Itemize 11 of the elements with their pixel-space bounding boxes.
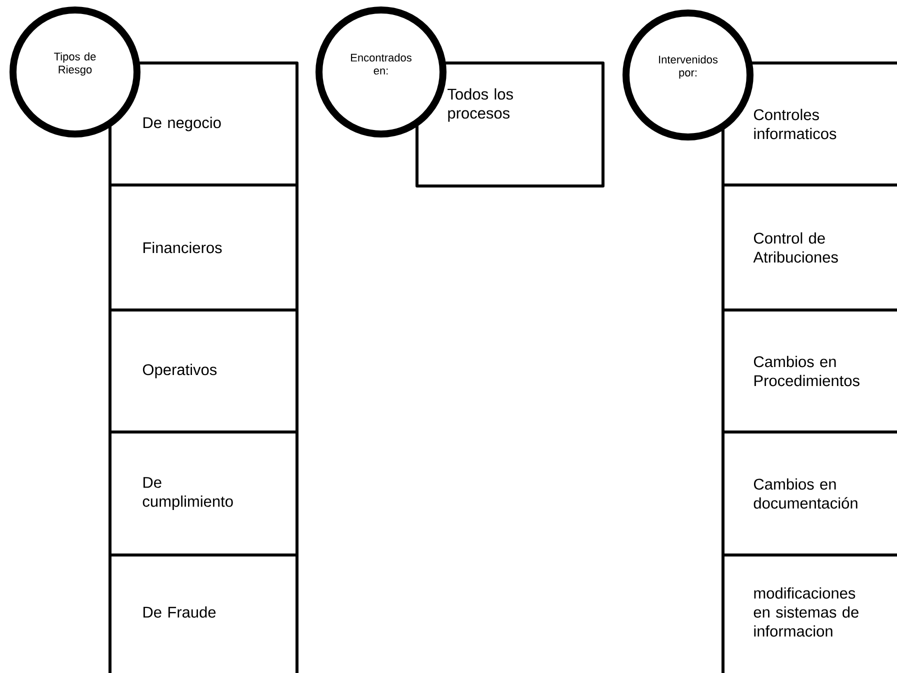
process-box: Cambios en documentación — [722, 430, 897, 556]
process-box: De cumplimiento — [108, 430, 298, 556]
process-box: De Fraude — [108, 554, 298, 673]
process-box: Control de Atribuciones — [722, 184, 897, 312]
circle-label: Tipos de Riesgo — [10, 6, 140, 138]
process-box: modificaciones en sistemas de informacion — [722, 554, 897, 673]
process-box: Operativos — [108, 308, 298, 434]
process-box: Cambios en Procedimientos — [722, 308, 897, 434]
circle-label: Intervenidos por: — [622, 10, 754, 140]
circle-label: Encontrados en: — [316, 6, 446, 138]
process-box: Financieros — [108, 184, 298, 312]
